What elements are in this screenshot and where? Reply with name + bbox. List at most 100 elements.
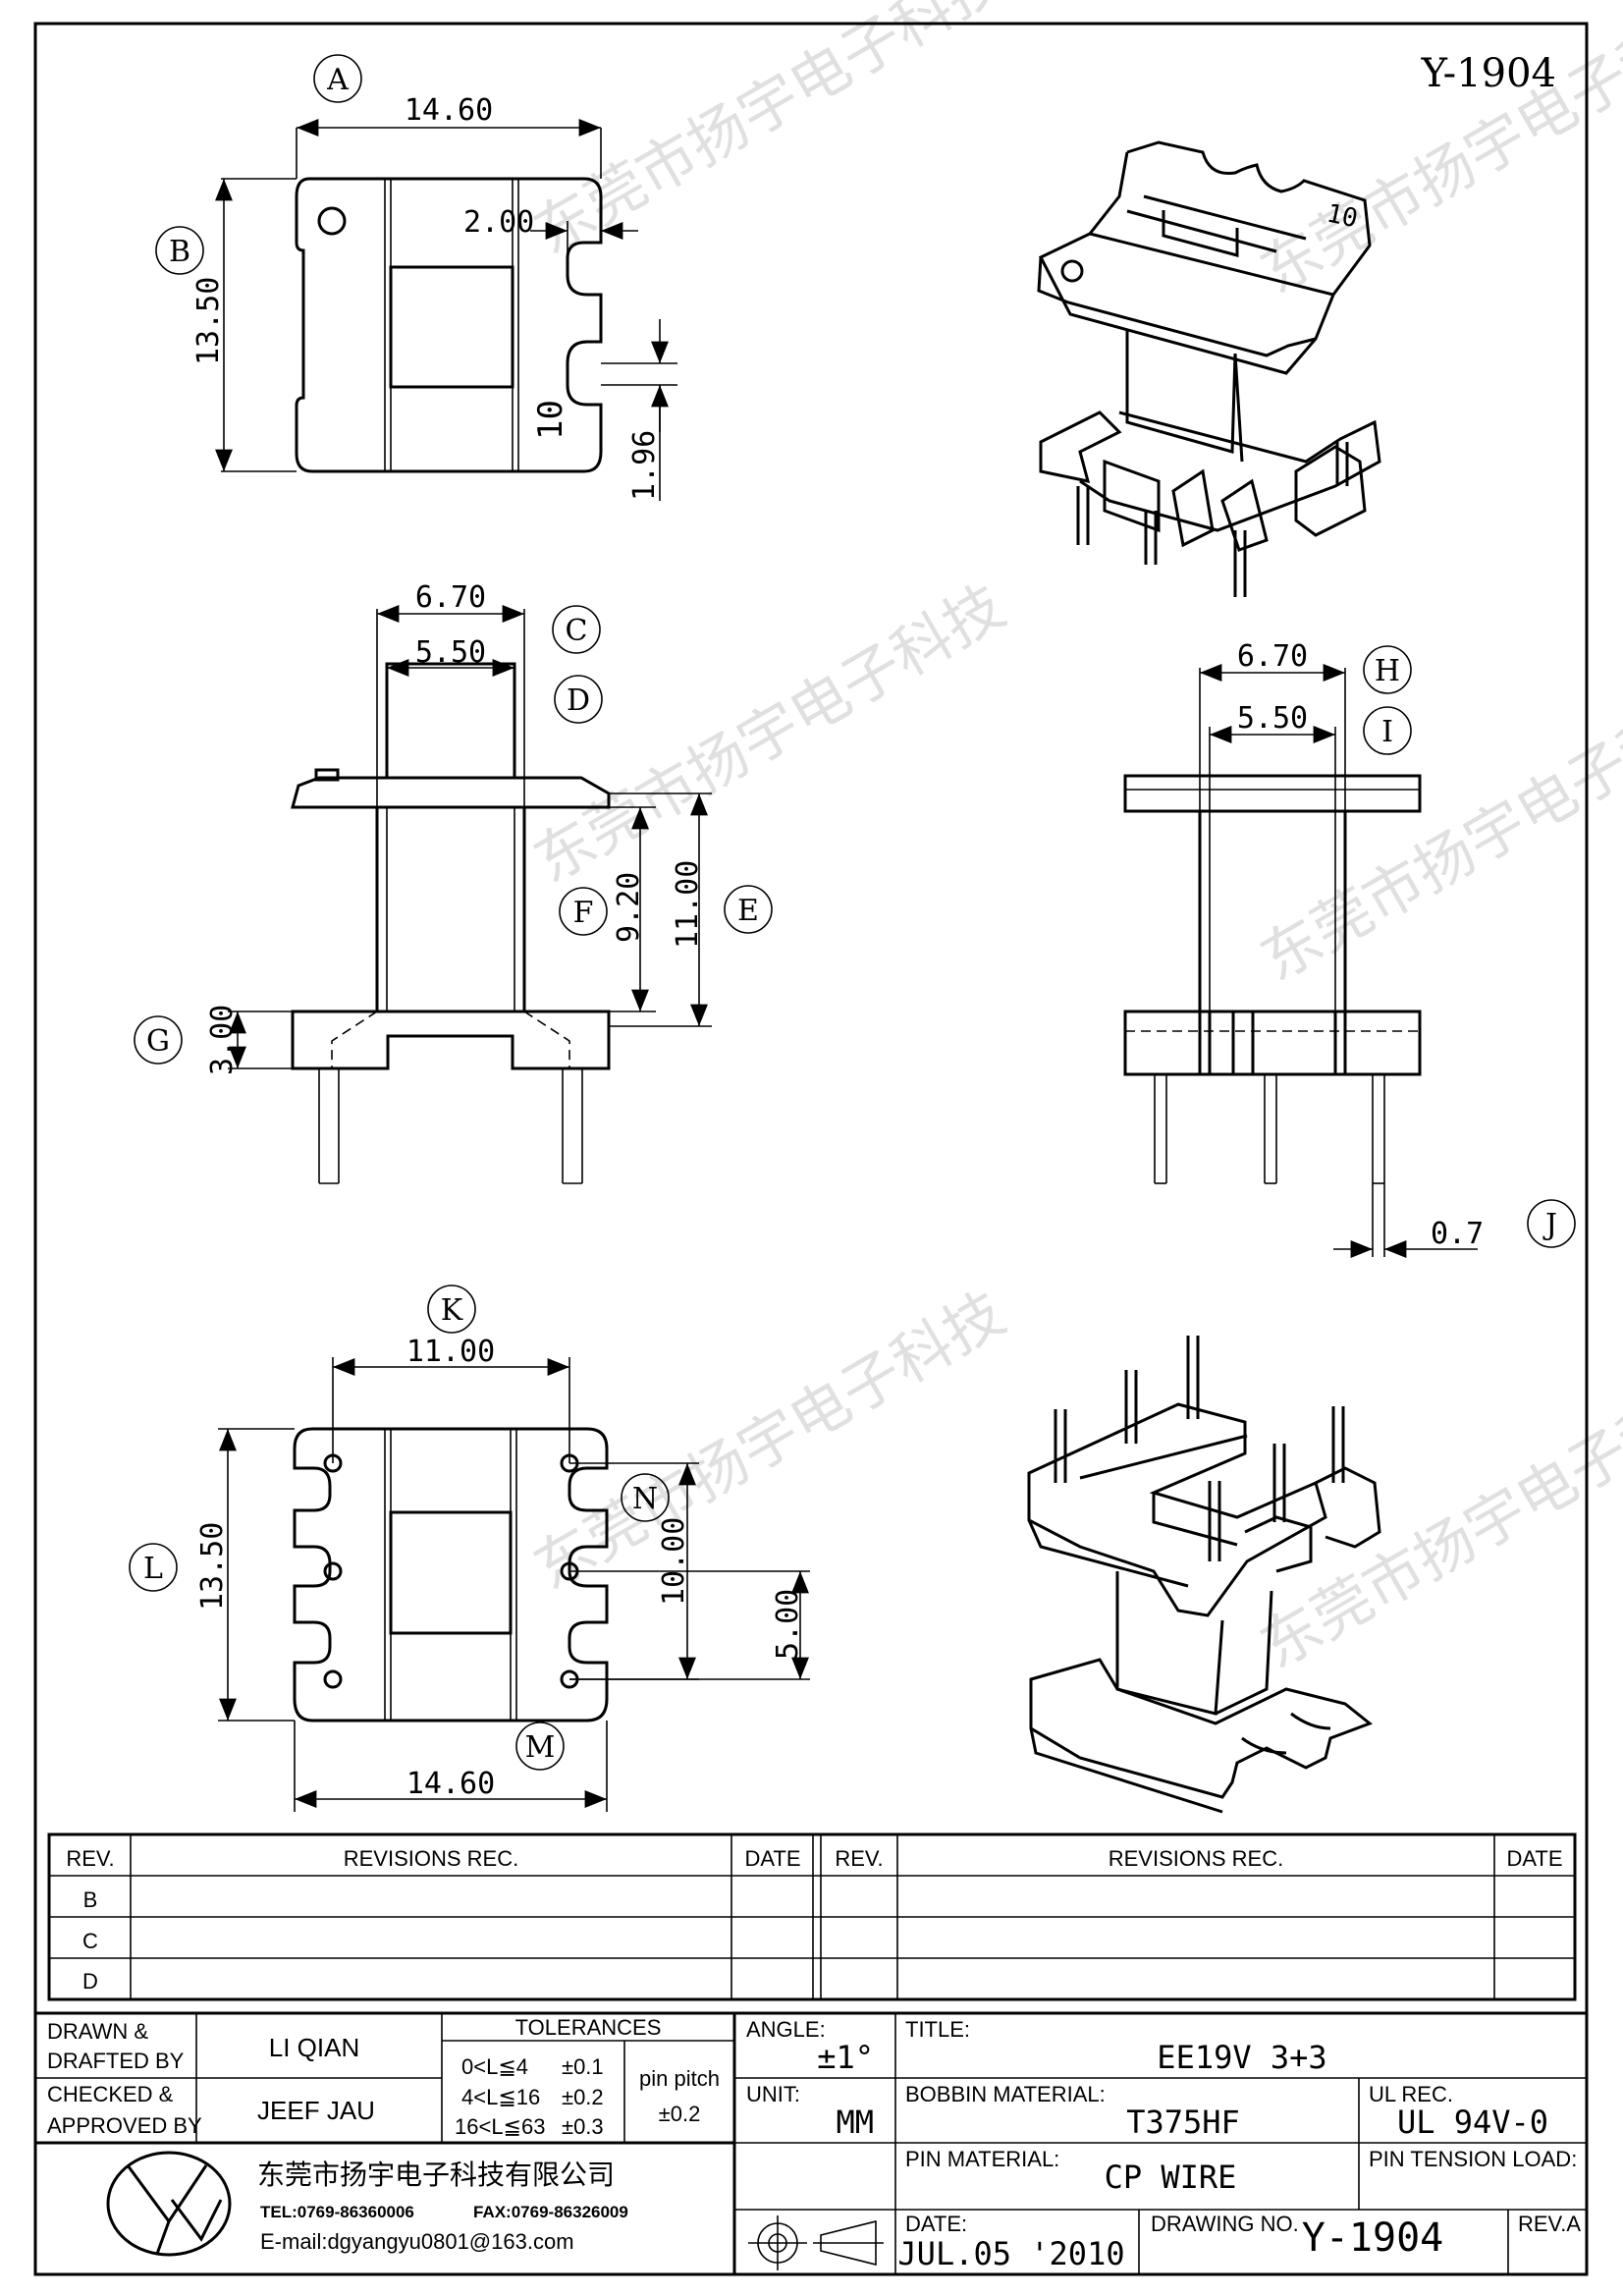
dim-pin-dia: 0.7	[1431, 1217, 1484, 1251]
label-d-circle	[554, 675, 603, 724]
dim-slot-gap: 1.96	[627, 430, 662, 501]
drawing-no-label: DRAWING NO.	[1151, 2212, 1299, 2236]
label-l: L	[143, 1552, 163, 1586]
revisions-header: REVISIONS REC.	[344, 1846, 518, 1871]
label-m: M	[525, 1730, 556, 1765]
tol-range-1: 0<L≦4	[461, 2054, 528, 2079]
ul-rec-value: UL 94V-0	[1397, 2104, 1548, 2141]
company-name: 东莞市扬宇电子科技有限公司	[257, 2159, 615, 2191]
label-e-circle	[724, 885, 773, 934]
dim-height: 13.50	[191, 277, 226, 365]
pin-material-value: CP WIRE	[1105, 2159, 1237, 2196]
tol-value-1: ±0.1	[562, 2054, 604, 2079]
dim-base: 3.00	[205, 1005, 240, 1075]
label-k: K	[441, 1293, 463, 1328]
rev-row-b: B	[83, 1887, 98, 1912]
label-a-circle	[313, 54, 362, 103]
title-value: EE19V 3+3	[1157, 2039, 1326, 2076]
tol-range-3: 16<L≦63	[455, 2114, 545, 2139]
top-view: 10 14.60 A 13.50 B 2.00 1.96	[155, 54, 677, 501]
dim-side-outer: 6.70	[1237, 639, 1308, 674]
label-k-circle	[427, 1285, 476, 1334]
revisions-header-2: REVISIONS REC.	[1109, 1846, 1283, 1871]
drawn-label-2: DRAFTED BY	[47, 2049, 185, 2073]
bottom-view: 11.00 K 13.50 L 10.00 N 5.00 14.60 M	[129, 1285, 810, 1812]
dim-pin-span: 11.00	[406, 1335, 495, 1369]
drawn-by-value: LI QIAN	[269, 2033, 359, 2062]
watermark-text: 东莞市扬宇电子科技	[523, 0, 1017, 268]
label-d: D	[567, 683, 590, 718]
label-n: N	[632, 1482, 658, 1516]
company-tel: TEL:0769-86360006	[260, 2203, 414, 2221]
rev-header-2: REV.	[835, 1846, 883, 1871]
checked-label-2: APPROVED BY	[47, 2113, 202, 2138]
checked-by-value: JEEF JAU	[257, 2096, 375, 2125]
company-fax: FAX:0769-86326009	[473, 2203, 628, 2221]
pin-material-label: PIN MATERIAL:	[905, 2147, 1059, 2171]
drawn-label-1: DRAWN &	[47, 2019, 148, 2044]
isometric-view-top: 10	[1037, 140, 1381, 597]
angle-label: ANGLE:	[746, 2017, 826, 2042]
date-header: DATE	[744, 1846, 800, 1871]
pin-pitch-value: ±0.2	[659, 2102, 701, 2126]
label-l-circle	[129, 1543, 178, 1592]
drawing-id: Y-1904	[1421, 51, 1556, 96]
front-view: 6.70 C 5.50 D 9.20 F 11.00 E 3.00 G	[134, 580, 773, 1184]
label-c-circle	[552, 605, 601, 654]
dim-total: 11.00	[671, 860, 705, 949]
isometric-view-bottom	[1027, 1336, 1381, 1814]
projection-symbol	[748, 2215, 884, 2270]
checked-label-1: CHECKED &	[47, 2082, 174, 2106]
label-f-circle	[559, 887, 608, 936]
label-i: I	[1381, 715, 1393, 749]
rev-row-c: C	[82, 1929, 98, 1953]
tol-value-2: ±0.2	[562, 2085, 604, 2109]
label-g: G	[146, 1024, 170, 1059]
label-n-circle	[621, 1473, 670, 1522]
label-m-circle	[515, 1722, 565, 1771]
dim-slot-width: 2.00	[463, 205, 534, 240]
dim-inner: 5.50	[415, 635, 486, 670]
label-j: J	[1542, 1208, 1557, 1242]
label-b-circle	[155, 226, 204, 275]
company-logo	[106, 2151, 232, 2257]
revision-table: REV. REVISIONS REC. DATE REV. REVISIONS …	[47, 1832, 1577, 2001]
pin-pitch-label: pin pitch	[639, 2066, 720, 2091]
bobbin-material-label: BOBBIN MATERIAL:	[905, 2082, 1106, 2106]
watermark-text: 东莞市扬宇电子科技	[1250, 1357, 1623, 1682]
label-h-circle	[1363, 645, 1412, 694]
label-h: H	[1375, 654, 1400, 688]
tolerances-label: TOLERANCES	[515, 2015, 662, 2040]
dim-winding: 9.20	[612, 872, 646, 943]
svg-text:10: 10	[1325, 199, 1361, 235]
angle-value: ±1°	[817, 2039, 874, 2076]
dim-outer: 6.70	[415, 580, 486, 615]
label-a: A	[326, 63, 349, 97]
pin-mark: 10	[531, 400, 570, 440]
watermark-text: 东莞市扬宇电子科技	[523, 1279, 1017, 1604]
title-block: DRAWN & DRAFTED BY LI QIAN CHECKED & APP…	[33, 2011, 1589, 2276]
label-i-circle	[1363, 706, 1412, 755]
unit-label: UNIT:	[746, 2082, 800, 2106]
label-e: E	[737, 894, 759, 928]
label-c: C	[566, 614, 588, 648]
ul-rec-label: UL REC.	[1369, 2082, 1453, 2106]
dim-bottom-width: 14.60	[406, 1767, 495, 1801]
company-email: E-mail:dgyangyu0801@163.com	[260, 2229, 574, 2254]
tol-range-2: 4<L≦16	[461, 2085, 540, 2109]
side-view: 6.70 H 5.50 I 0.7 J	[1123, 639, 1576, 1258]
dim-pitch: 5.00	[771, 1589, 805, 1660]
label-g-circle	[134, 1015, 183, 1065]
label-f: F	[573, 896, 594, 930]
tol-value-3: ±0.3	[562, 2114, 604, 2139]
label-b: B	[169, 235, 190, 269]
watermark-text: 东莞市扬宇电子科技	[1250, 0, 1623, 307]
dim-bottom-height: 13.50	[195, 1522, 230, 1611]
drawing-frame	[33, 22, 1589, 2276]
label-j-circle	[1527, 1199, 1576, 1248]
drawing-no-value: Y-1904	[1302, 2215, 1444, 2261]
pin-tension-label: PIN TENSION LOAD:	[1369, 2147, 1577, 2171]
rev-header: REV.	[66, 1846, 114, 1871]
dim-row-span: 10.00	[657, 1517, 691, 1606]
